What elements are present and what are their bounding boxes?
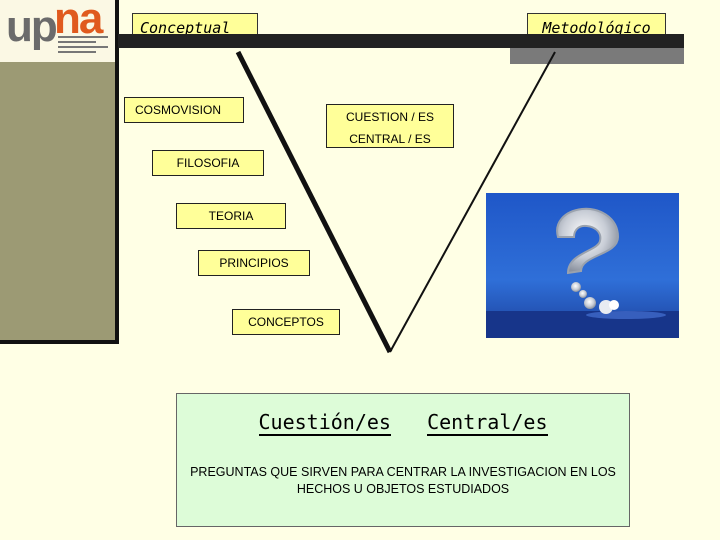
level-box-conceptos: CONCEPTOS xyxy=(232,309,340,335)
central-question-line1: CUESTION / ES xyxy=(345,110,434,124)
v-left-arm xyxy=(235,50,393,354)
definition-description: PREGUNTAS QUE SIRVEN PARA CENTRAR LA INV… xyxy=(190,465,616,496)
level-box-filosofia: FILOSOFIA xyxy=(152,150,264,176)
definition-title-word2: Central/es xyxy=(427,410,548,436)
question-mark-cloud-image xyxy=(486,193,679,338)
central-question-line2: CENTRAL / ES xyxy=(349,132,431,146)
central-question-box: CUESTION / ES CENTRAL / ES xyxy=(326,104,454,148)
level-box-cosmovision: COSMOVISION xyxy=(124,97,244,123)
header-bar-shadow xyxy=(510,48,684,64)
level-box-principios: PRINCIPIOS xyxy=(198,250,310,276)
logo-na-text: na xyxy=(54,0,103,43)
level-box-teoria: TEORIA xyxy=(176,203,286,229)
definition-panel: Cuestión/es Central/es PREGUNTAS QUE SIR… xyxy=(176,393,630,527)
upna-logo: up na xyxy=(0,0,115,62)
left-sidebar-panel: up na xyxy=(0,0,119,344)
definition-title-word1: Cuestión/es xyxy=(258,410,391,436)
header-bar xyxy=(118,34,684,48)
v-right-arm xyxy=(389,51,556,353)
logo-fine-print xyxy=(58,36,108,56)
logo-up-text: up xyxy=(6,2,58,51)
definition-title: Cuestión/es Central/es xyxy=(177,410,629,436)
